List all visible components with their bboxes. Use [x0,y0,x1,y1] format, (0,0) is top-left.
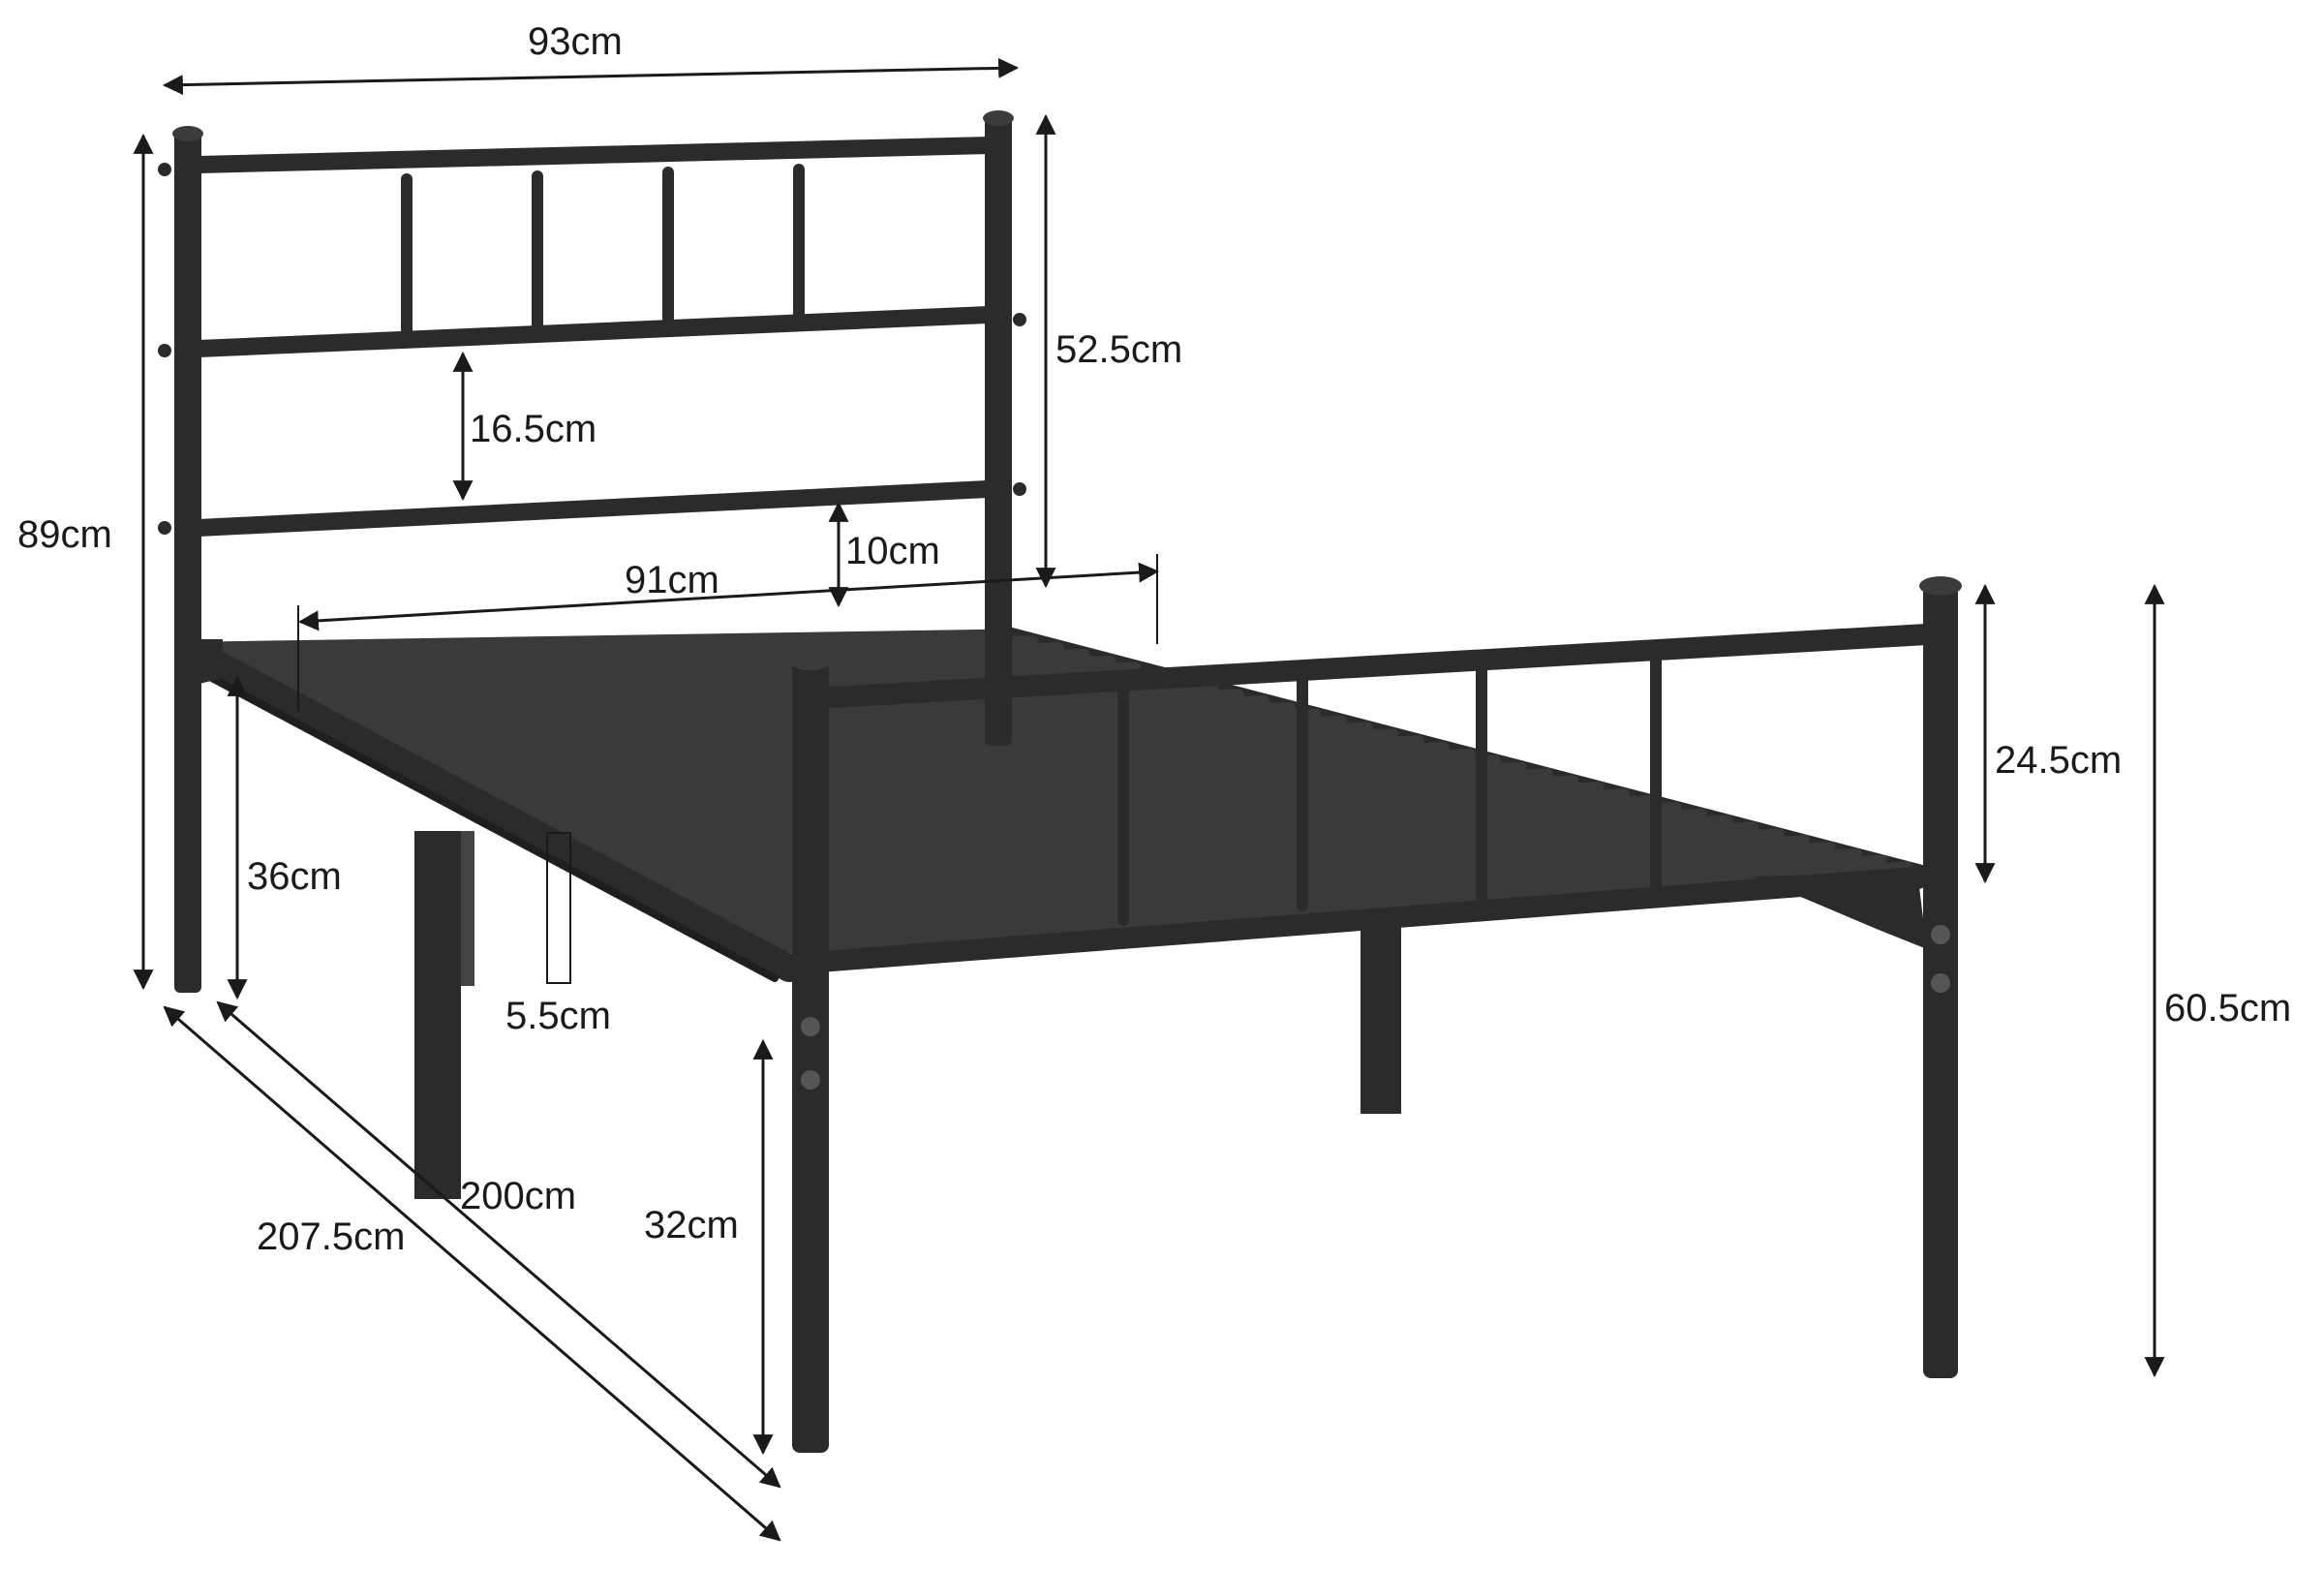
label-rail-spacing: 16.5cm [470,408,596,450]
slat [251,649,1090,679]
label-footboard-panel-height: 24.5cm [1995,739,2122,782]
slat [720,841,1836,929]
label-headboard-height: 89cm [17,513,112,556]
far-middle-leg [1361,920,1401,1114]
label-headboard-panel-height: 52.5cm [1055,328,1182,371]
slat [559,775,1579,843]
width-93-arrow [162,57,1020,96]
slat [397,708,1322,756]
label-floor-to-frame-head: 36cm [247,855,342,898]
dimension-lines [133,57,2165,1542]
slat [413,715,1347,765]
label-headboard-width: 93cm [528,20,623,63]
label-floor-to-frame-foot: 32cm [644,1204,739,1246]
slat-5-5-indicator [546,832,571,984]
label-slat-width: 5.5cm [505,995,611,1037]
slat-deck [202,629,1913,955]
slat [429,722,1373,774]
slat [477,742,1451,800]
slat [526,761,1527,825]
slat [381,701,1296,748]
slat [591,788,1631,860]
slat [542,768,1553,834]
label-gap-above-frame: 10cm [845,530,940,572]
label-footboard-height: 60.5cm [2164,987,2291,1030]
length-207-5-arrow [163,1005,781,1542]
slat [688,828,1785,911]
slat [461,735,1424,791]
label-inner-length: 200cm [460,1175,576,1217]
slat [234,642,1064,670]
slat [574,782,1605,851]
footboard [789,576,1962,1453]
slat [510,754,1502,816]
slat [494,748,1476,808]
slat [267,655,1116,688]
bed-frame [158,110,1962,1453]
slat [704,835,1811,920]
slat [202,629,1013,653]
slat [219,635,1039,661]
left-side-rail [175,635,803,982]
label-inner-width: 91cm [625,559,719,601]
dimension-labels: 93cm 89cm 52.5cm 16.5cm 10cm 91cm 24.5cm… [17,20,2291,1258]
foot-end-rail [783,866,1938,974]
slat [769,861,1913,955]
width-91-arrow [297,562,1160,631]
center-support-leg [414,831,474,1199]
label-total-length: 207.5cm [257,1215,405,1258]
slat [672,821,1759,904]
slat [656,815,1733,895]
slat [445,728,1399,783]
slat [752,854,1887,946]
